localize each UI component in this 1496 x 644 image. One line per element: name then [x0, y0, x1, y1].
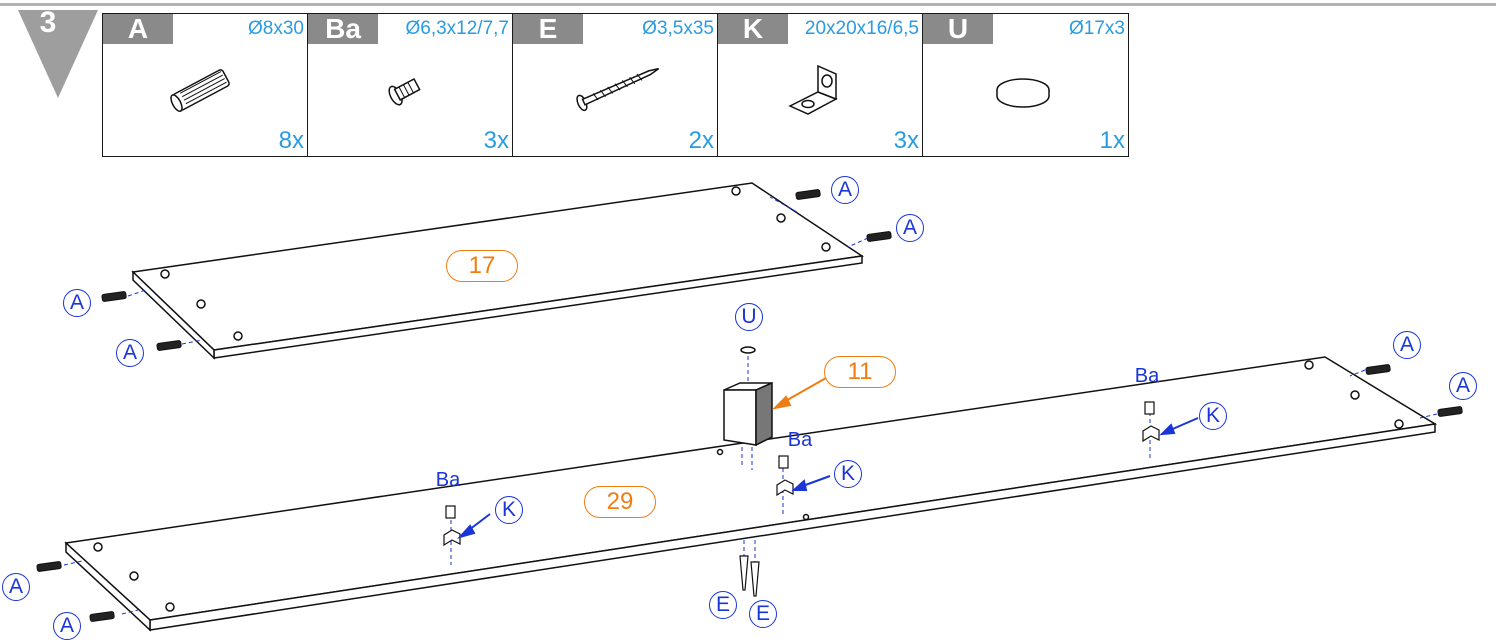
angle-bracket-icon	[788, 64, 838, 115]
part-code: A	[103, 14, 173, 44]
callout-a: A	[116, 339, 144, 367]
callout-k: K	[1199, 402, 1227, 430]
callout-k: K	[834, 460, 862, 488]
bottom-panel	[64, 356, 1438, 632]
callout-a: A	[2, 573, 30, 601]
callout-a: A	[1449, 372, 1477, 400]
callout-a: A	[53, 612, 81, 640]
part-dimension: Ø8x30	[248, 18, 304, 39]
euro-screw-icon	[388, 77, 421, 106]
part-code: U	[923, 14, 993, 44]
callout-ba: Ba	[787, 429, 813, 451]
part-card-k: K 20x20x16/6,5 3x	[718, 14, 923, 156]
callout-ba: Ba	[1134, 365, 1160, 387]
callout-e: E	[749, 600, 777, 628]
step-number: 3	[39, 6, 57, 39]
part-quantity: 3x	[483, 127, 509, 154]
part-dimension: 20x20x16/6,5	[804, 18, 919, 39]
part-dimension: Ø6,3x12/7,7	[405, 18, 509, 39]
part-quantity: 2x	[688, 127, 714, 154]
part-quantity: 8x	[278, 127, 304, 154]
part-code: E	[513, 14, 583, 44]
panel-number-17: 17	[446, 250, 518, 282]
block-part	[723, 346, 773, 447]
step-badge-icon	[18, 10, 98, 98]
part-card-e: E Ø3,5x35 2x	[513, 14, 718, 156]
panel-number-11: 11	[824, 356, 896, 388]
callout-k: K	[495, 496, 523, 524]
part-card-ba: Ba Ø6,3x12/7,7 3x	[308, 14, 513, 156]
part-code: Ba	[308, 14, 378, 44]
cover-cap-icon	[996, 78, 1050, 108]
callout-a: A	[896, 214, 924, 242]
parts-list: A Ø8x30 8x Ba Ø6,3x12/7,7 3x E Ø3,5x35	[102, 13, 1129, 157]
top-rule	[0, 3, 1496, 6]
part-quantity: 3x	[893, 127, 919, 154]
callout-a: A	[831, 176, 859, 204]
part-quantity: 1x	[1099, 127, 1125, 154]
callout-e: E	[709, 591, 737, 619]
part-dimension: Ø17x3	[1069, 18, 1125, 39]
dowel-icon	[170, 69, 230, 112]
part-dimension: Ø3,5x35	[642, 18, 714, 39]
part-code: K	[718, 14, 788, 44]
top-panel	[131, 182, 865, 360]
callout-a: A	[63, 289, 91, 317]
part-card-u: U Ø17x3 1x	[923, 14, 1128, 156]
callout-a: A	[1393, 331, 1421, 359]
panel-number-29: 29	[584, 486, 656, 518]
callout-ba: Ba	[435, 469, 461, 491]
wood-screw-icon	[576, 67, 660, 112]
part-card-a: A Ø8x30 8x	[103, 14, 308, 156]
callout-u: U	[735, 303, 763, 331]
